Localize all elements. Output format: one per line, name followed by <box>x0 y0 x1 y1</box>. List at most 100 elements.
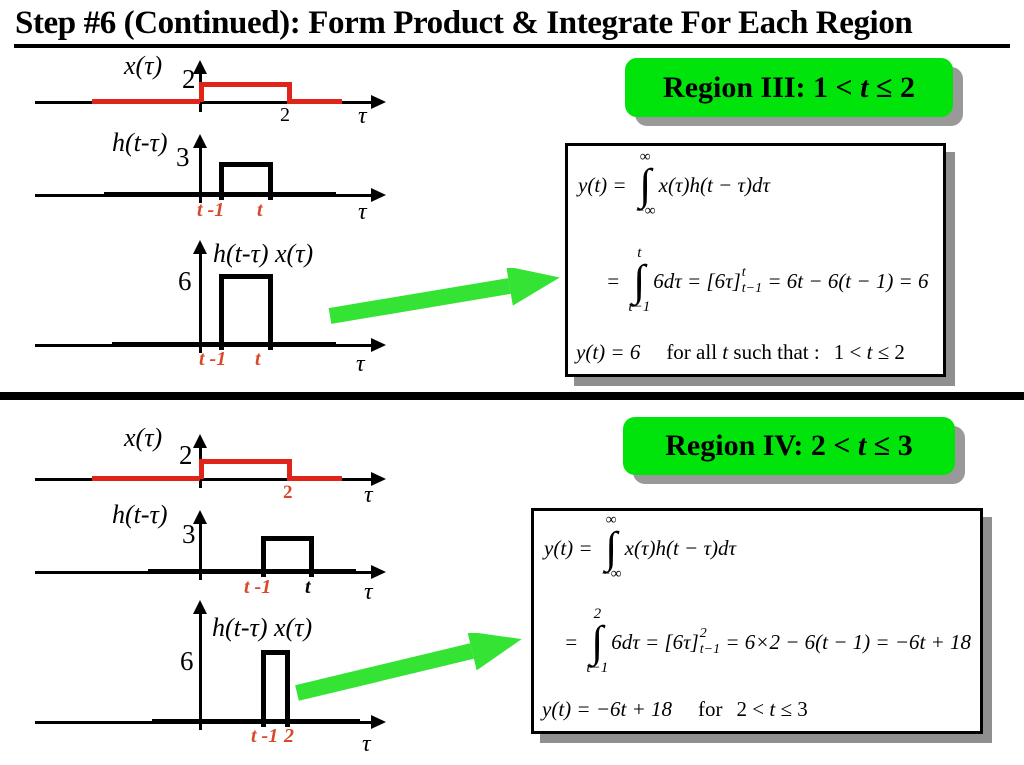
tau-axis-arrowhead <box>371 565 386 579</box>
h-pulse <box>261 536 314 577</box>
y-axis-arrowhead <box>193 134 207 148</box>
section-divider <box>0 392 1024 400</box>
banner-var-t: t <box>860 70 869 104</box>
y-axis-line <box>199 252 202 353</box>
tau-axis-arrowhead <box>371 338 386 352</box>
formula-line-3: y(t) = −6t + 18 for 2 < t ≤ 3 <box>542 697 808 722</box>
integral-lower-limit: t−1 <box>586 660 609 677</box>
formula-lhs: y(t) = <box>544 535 598 560</box>
integral-upper-limit: ∞ <box>605 512 617 528</box>
formula-line-1: y(t) = ∞ ∫ −∞ x(τ)h(t − τ)dτ <box>578 149 770 220</box>
condition-post: ≤ 2 <box>872 340 905 364</box>
eval-sub: t−1 <box>699 642 721 658</box>
formula-integrand: x(τ)h(t − τ)dτ <box>658 172 770 197</box>
eval-limits: 2 t−1 <box>700 626 720 658</box>
tau-label: τ <box>362 731 371 757</box>
product-baseline <box>152 719 360 724</box>
tau-axis-line <box>35 101 373 104</box>
y-axis-arrowhead <box>193 60 207 74</box>
tau-axis-arrowhead <box>371 95 386 109</box>
integral: t ∫ t−1 <box>628 245 651 316</box>
h-tick-t: t <box>305 576 311 598</box>
product-signal-label: h(t-τ) x(τ) <box>213 239 314 268</box>
green-arrow <box>328 268 560 324</box>
formula-rest: = 6×2 − 6(t − 1) = −6t + 18 <box>720 629 971 654</box>
for-all-text: for all <box>666 340 723 364</box>
integral-upper-limit: ∞ <box>639 149 651 165</box>
equals: = <box>564 629 584 654</box>
formula-line-2: = 2 ∫ t−1 6dτ = [6τ] 2 t−1 = 6×2 − 6(t −… <box>564 606 971 677</box>
equals: = <box>606 268 626 293</box>
y-axis-line <box>199 146 202 203</box>
h-pulse <box>219 162 273 200</box>
integral-sign: ∫ <box>605 522 618 572</box>
h-baseline <box>148 569 356 574</box>
x-baseline-left <box>92 476 200 481</box>
formula-line-2: = t ∫ t−1 6dτ = [6τ] t t−1 = 6t − 6(t − … <box>606 245 929 316</box>
region-iv-formula-box: y(t) = ∞ ∫ −∞ x(τ)h(t − τ)dτ = 2 ∫ t−1 6… <box>531 508 983 734</box>
h-amplitude-label: 3 <box>182 519 196 549</box>
region-iv-banner: Region IV: 2 < t ≤ 3 <box>623 417 955 475</box>
green-arrow <box>295 633 522 701</box>
integral-lower-limit: t−1 <box>628 299 651 316</box>
y-axis-arrowhead <box>193 434 207 448</box>
product-amplitude-label: 6 <box>178 266 192 296</box>
product-signal-label: h(t-τ) x(τ) <box>212 613 313 642</box>
y-axis-line <box>199 612 202 730</box>
product-amplitude-label: 6 <box>180 646 194 676</box>
condition-post: ≤ 3 <box>775 697 808 721</box>
x-signal-label: x(τ) <box>124 423 163 452</box>
integral-sign: ∫ <box>639 159 652 209</box>
product-tick-t-minus-1: t -1 <box>199 348 227 370</box>
formula-integrand: x(τ)h(t − τ)dτ <box>624 535 736 560</box>
tau-label: τ <box>364 579 373 605</box>
h-signal-label: h(t-τ) <box>112 128 168 157</box>
product-tick-2: 2 <box>284 725 294 747</box>
eval-limits: t t−1 <box>742 265 762 297</box>
condition-pre: 2 < <box>736 697 770 721</box>
x-pulse <box>199 82 292 102</box>
y-axis-arrowhead <box>193 600 207 614</box>
banner-var-t: t <box>857 429 867 462</box>
integral: ∞ ∫ −∞ <box>601 512 622 583</box>
formula-eval: = [6τ] <box>645 629 699 654</box>
formula-line-1: y(t) = ∞ ∫ −∞ x(τ)h(t − τ)dτ <box>544 512 736 583</box>
h-signal-label: h(t-τ) <box>112 500 168 529</box>
x-tick-2: 2 <box>280 104 290 126</box>
formula-result: y(t) = −6t + 18 <box>542 697 672 721</box>
banner-text-post: ≤ 3 <box>866 429 913 462</box>
x-tick-2: 2 <box>283 482 293 503</box>
product-pulse <box>219 274 273 350</box>
for-text: for <box>698 697 723 721</box>
product-pulse <box>261 650 290 727</box>
h-amplitude-label: 3 <box>176 142 190 172</box>
h-tick-t-minus-1: t -1 <box>197 199 225 221</box>
x-baseline-right <box>287 99 342 104</box>
h-tick-t-minus-1: t -1 <box>244 576 272 598</box>
banner-text-pre: Region IV: 2 < <box>665 429 858 462</box>
product-tick-t: t <box>255 348 261 370</box>
x-baseline-right <box>287 476 342 481</box>
formula-result: y(t) = 6 <box>576 340 641 364</box>
tau-axis-line <box>35 478 373 481</box>
var-t: t <box>722 340 729 364</box>
formula-rest: = 6t − 6(t − 1) = 6 <box>762 268 929 293</box>
y-axis-arrowhead <box>193 240 207 254</box>
tau-label: τ <box>358 103 367 129</box>
integral-lower-limit: −∞ <box>634 203 656 220</box>
y-axis-arrowhead <box>193 510 207 524</box>
integral: ∞ ∫ −∞ <box>634 149 656 220</box>
formula-lhs: y(t) = <box>578 172 632 197</box>
condition-var: t <box>769 697 776 721</box>
integral-upper-limit: 2 <box>593 606 602 622</box>
x-baseline-left <box>92 99 200 104</box>
tau-axis-arrowhead <box>371 715 386 729</box>
formula-eval: = [6τ] <box>687 268 741 293</box>
eval-sup: t <box>741 265 746 281</box>
condition-pre: 1 < <box>833 340 867 364</box>
formula-integrand: 6dτ <box>653 268 687 293</box>
h-tick-t: t <box>257 199 263 221</box>
banner-text-post: ≤ 2 <box>868 70 915 104</box>
title-underline <box>14 44 1010 48</box>
